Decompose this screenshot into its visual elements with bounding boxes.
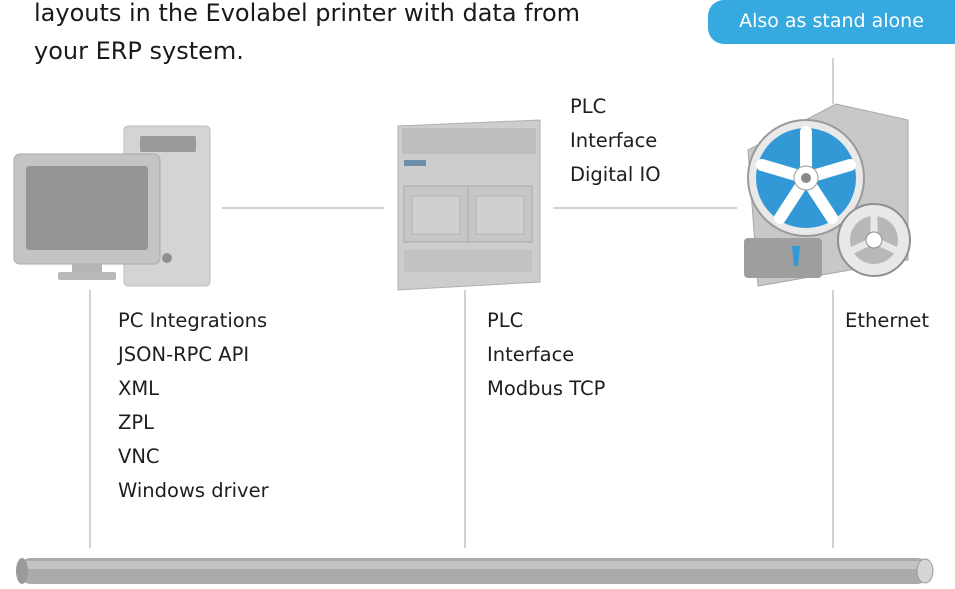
ethernet-labels: Ethernet [845, 304, 929, 338]
pc-label-zpl: ZPL [118, 411, 154, 434]
plc-modbus-labels: PLC Interface Modbus TCP [487, 304, 605, 406]
plc-modbus-label-interface: Interface [487, 343, 575, 366]
computer-icon [13, 125, 211, 287]
connector-lines [89, 58, 834, 548]
intro-text: layouts in the Evolabel printer with dat… [34, 0, 694, 70]
pc-integrations-labels: PC Integrations JSON-RPC API XML ZPL VNC… [118, 304, 269, 508]
plc-io-label-interface: Interface [570, 129, 658, 152]
pc-label-pc-integrations: PC Integrations [118, 309, 268, 332]
pc-label-vnc: VNC [118, 445, 160, 468]
plc-digital-io-labels: PLC Interface Digital IO [570, 90, 661, 192]
plc-modbus-label-modbus-tcp: Modbus TCP [487, 377, 606, 400]
intro-line-2: your ERP system. [34, 37, 244, 65]
plc-modbus-label-plc: PLC [487, 309, 524, 332]
pc-label-windows-driver: Windows driver [118, 479, 269, 502]
plc-module-icon [397, 119, 541, 291]
intro-line-1: layouts in the Evolabel printer with dat… [34, 0, 580, 27]
pc-label-json-rpc: JSON-RPC API [118, 343, 250, 366]
label-printer-icon [744, 103, 911, 287]
pc-label-xml: XML [118, 377, 160, 400]
stand-alone-badge: Also as stand alone [708, 0, 955, 44]
ethernet-label: Ethernet [845, 309, 929, 332]
plc-io-label-plc: PLC [570, 95, 607, 118]
network-bus-icon [16, 558, 934, 584]
plc-io-label-digital-io: Digital IO [570, 163, 661, 186]
